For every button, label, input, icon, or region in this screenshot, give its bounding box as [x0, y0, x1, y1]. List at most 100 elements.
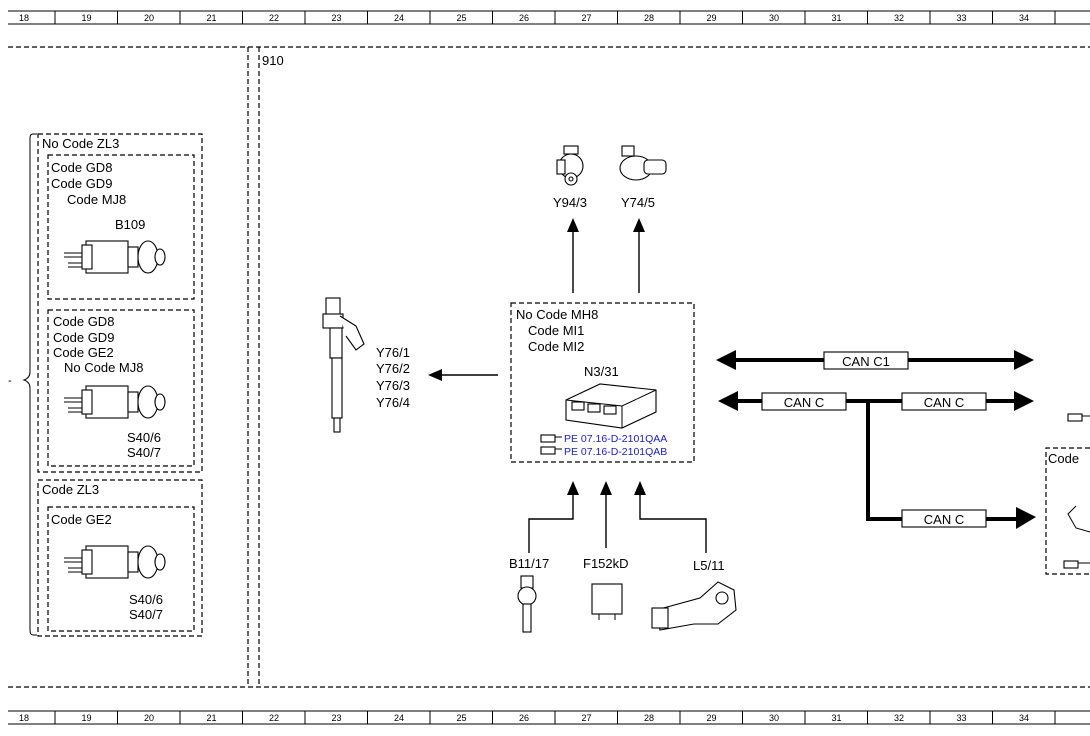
can-c-label-right: CAN C — [924, 395, 964, 410]
group2-code-1: Code GD8 — [53, 314, 114, 329]
top-ruler-label: 34 — [1019, 13, 1029, 23]
top-ruler-label: 33 — [956, 13, 966, 23]
control-unit-icon — [565, 383, 657, 429]
group2-component-1: S40/6 — [127, 430, 161, 445]
top-ruler-label: 18 — [19, 13, 29, 23]
top-ruler-label: 22 — [269, 13, 279, 23]
bottom-component-2-label: F152kD — [583, 556, 629, 571]
group2-code-3: Code GE2 — [53, 345, 114, 360]
top-ruler-label: 25 — [456, 13, 466, 23]
bottom-ruler-label: 31 — [831, 713, 841, 723]
group1-code-1: Code GD8 — [51, 160, 112, 175]
injector-icon — [322, 297, 365, 433]
control-unit-code-3: Code MI2 — [528, 339, 584, 354]
can-c1-label: CAN C1 — [842, 354, 890, 369]
brace-mark: - — [8, 375, 12, 387]
control-unit-ref-2[interactable]: PE 07.16-D-2101QAB — [564, 446, 667, 458]
left-panel: - No Code ZL3 Code GD8 Code GD9 Code MJ8… — [8, 133, 203, 637]
top-ruler-label: 19 — [81, 13, 91, 23]
top-component-2-label: Y74/5 — [621, 195, 655, 210]
bottom-ruler-label: 21 — [206, 713, 216, 723]
relay-icon — [591, 583, 623, 620]
reference-icon — [1063, 560, 1090, 569]
injector-label-4: Y76/4 — [376, 395, 410, 410]
injector-label-3: Y76/3 — [376, 378, 410, 393]
arrowhead-y74 — [633, 218, 645, 232]
can-c-label-left: CAN C — [784, 395, 824, 410]
position-sensor-icon — [651, 581, 737, 631]
bottom-ruler-label: 28 — [644, 713, 654, 723]
top-ruler-label: 28 — [644, 13, 654, 23]
bottom-ruler-label: 24 — [394, 713, 404, 723]
top-ruler-label: 30 — [769, 13, 779, 23]
bottom-ruler-label: 33 — [956, 713, 966, 723]
arrowhead-b11 — [567, 481, 579, 495]
group-s40-a — [47, 309, 195, 467]
s40-switch-icon-a — [64, 385, 166, 419]
code-zl3-label: Code ZL3 — [42, 482, 99, 497]
bottom-ruler-label: 18 — [19, 713, 29, 723]
injector-label-2: Y76/2 — [376, 361, 410, 376]
right-component-icon — [1067, 505, 1090, 533]
reference-icon — [540, 434, 562, 443]
top-ruler-label: 26 — [519, 13, 529, 23]
bottom-ruler-label: 19 — [81, 713, 91, 723]
bottom-ruler-label: 34 — [1019, 713, 1029, 723]
top-ruler-label: 31 — [831, 13, 841, 23]
top-ruler-label: 27 — [581, 13, 591, 23]
top-ruler-label: 20 — [144, 13, 154, 23]
bottom-ruler-label: 23 — [331, 713, 341, 723]
can-c-bus: CAN C CAN C CAN C — [718, 391, 1036, 529]
wire-l5 — [639, 495, 707, 553]
top-ruler-label: 29 — [706, 13, 716, 23]
control-unit-code-1: No Code MH8 — [516, 307, 598, 322]
bottom-ruler-label: 25 — [456, 713, 466, 723]
wire-b11 — [528, 495, 574, 553]
b109-label: B109 — [115, 217, 145, 232]
can-c-label-lower: CAN C — [924, 512, 964, 527]
bottom-ruler-label: 32 — [894, 713, 904, 723]
top-ruler: 18 19 20 21 22 23 24 25 26 27 28 29 30 31 32 33 34 — [8, 10, 1090, 25]
top-ruler-label: 24 — [394, 13, 404, 23]
area-number: 910 — [262, 53, 284, 68]
control-unit-ref-1[interactable]: PE 07.16-D-2101QAA — [564, 433, 667, 445]
top-ruler-label: 21 — [206, 13, 216, 23]
bottom-ruler-label: 29 — [706, 713, 716, 723]
bottom-ruler-label: 30 — [769, 713, 779, 723]
temperature-sensor-icon — [517, 575, 537, 633]
injector-label-1: Y76/1 — [376, 345, 410, 360]
group-s40-b — [47, 506, 195, 632]
group2-code-2: Code GD9 — [53, 330, 114, 345]
group3-code: Code GE2 — [51, 512, 112, 527]
top-ruler-label: 23 — [331, 13, 341, 23]
s40-switch-icon-b — [64, 545, 166, 579]
control-unit-code-2: Code MI1 — [528, 323, 584, 338]
solenoid-valve-icon — [619, 145, 667, 181]
bottom-component-3-label: L5/11 — [693, 558, 725, 573]
control-unit-name: N3/31 — [584, 364, 619, 379]
arrowhead-y94 — [567, 218, 579, 232]
reference-icon — [1067, 413, 1090, 422]
right-edge-code-label: Code — [1048, 451, 1079, 466]
group3-component-1: S40/6 — [129, 592, 163, 607]
bottom-ruler-label: 20 — [144, 713, 154, 723]
right-code-box — [1045, 447, 1090, 575]
group1-sub-code: Code MJ8 — [67, 192, 126, 207]
top-ruler-label: 32 — [894, 13, 904, 23]
bottom-ruler-label: 22 — [269, 713, 279, 723]
reference-icon — [540, 446, 562, 455]
bottom-component-1-label: B11/17 — [509, 556, 549, 571]
pressure-valve-icon — [556, 145, 584, 186]
no-code-zl3-group — [37, 133, 203, 473]
group-b109 — [47, 154, 195, 300]
group2-component-2: S40/7 — [127, 445, 161, 460]
group3-component-2: S40/7 — [129, 607, 163, 622]
top-component-1-label: Y94/3 — [553, 195, 587, 210]
code-zl3-group — [37, 479, 203, 637]
left-brace — [22, 133, 37, 636]
group1-code-2: Code GD9 — [51, 176, 112, 191]
arrowhead-f152 — [600, 481, 612, 495]
group2-sub-code: No Code MJ8 — [64, 360, 143, 375]
